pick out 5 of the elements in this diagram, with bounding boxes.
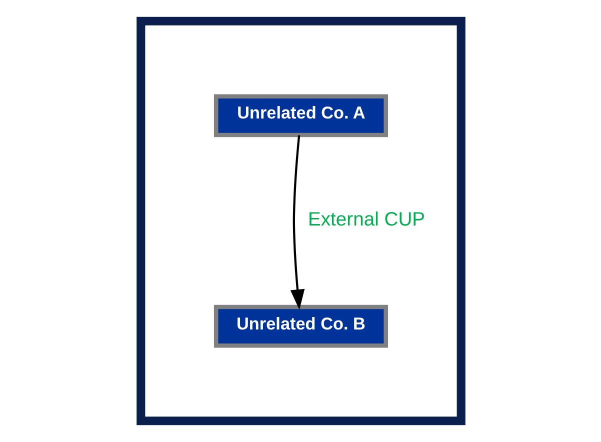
edge-label: External CUP	[307, 208, 425, 231]
cluster	[136, 16, 465, 426]
arrow	[290, 135, 304, 310]
node-box: Unrelated Co. B	[213, 304, 388, 348]
node-box: Unrelated Co. A	[213, 94, 388, 138]
